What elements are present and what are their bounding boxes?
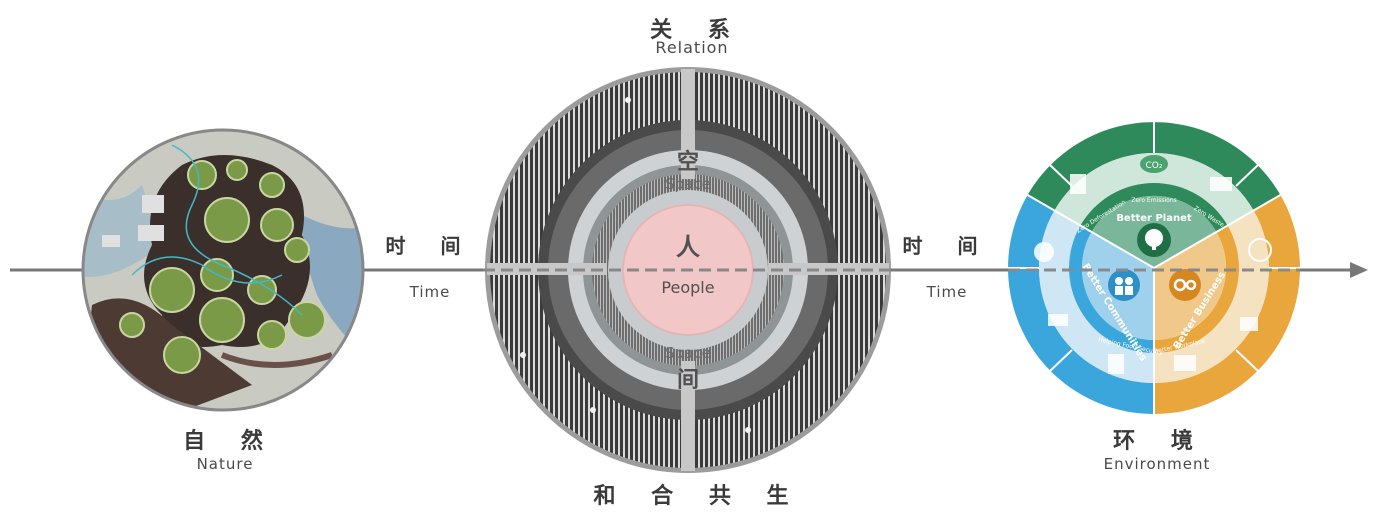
time-right-en: Time xyxy=(926,283,968,301)
space-bottom-cn: 间 xyxy=(677,368,699,393)
co2-cloud-icon xyxy=(1140,155,1168,173)
hands-icon xyxy=(1240,317,1258,331)
time-left-cn: 时 间 xyxy=(385,234,475,258)
relation-circle: 空 Space 人 People Space 间 xyxy=(483,67,893,473)
forest-icon xyxy=(1070,174,1086,194)
environment-wheel: CO₂ Better Planet Better Communities Bet… xyxy=(1008,122,1300,414)
space-top-cn: 空 xyxy=(677,149,699,175)
nature-circle xyxy=(81,128,365,412)
harmony-cn: 和 合 共 生 xyxy=(593,484,803,509)
people-icon xyxy=(1108,269,1140,301)
building-icon xyxy=(1174,355,1196,371)
space-top-en: Space xyxy=(665,175,711,193)
time-left-en: Time xyxy=(409,283,451,301)
nature-cn: 自 然 xyxy=(183,429,277,454)
environment-en: Environment xyxy=(1103,455,1211,473)
network-icon xyxy=(1248,238,1272,262)
recycle-truck-icon xyxy=(1210,177,1232,191)
label-zero-emissions: Zero Emissions xyxy=(1131,197,1177,204)
food-icon xyxy=(1108,354,1124,374)
time-right-cn: 时 间 xyxy=(902,234,992,258)
relation-cn: 关 系 xyxy=(650,18,744,43)
nature-en: Nature xyxy=(196,455,254,473)
people-cn: 人 xyxy=(676,233,700,261)
arrow-head-icon xyxy=(1350,262,1368,278)
svg-text:CO₂: CO₂ xyxy=(1146,161,1163,171)
globe-icon xyxy=(1034,242,1054,262)
environment-cn: 环 境 xyxy=(1113,429,1207,454)
relation-en: Relation xyxy=(655,38,729,57)
label-better-planet: Better Planet xyxy=(1116,213,1192,224)
handshake-icon xyxy=(1048,314,1068,326)
space-bottom-en: Space xyxy=(665,344,711,362)
people-en: People xyxy=(661,278,714,297)
